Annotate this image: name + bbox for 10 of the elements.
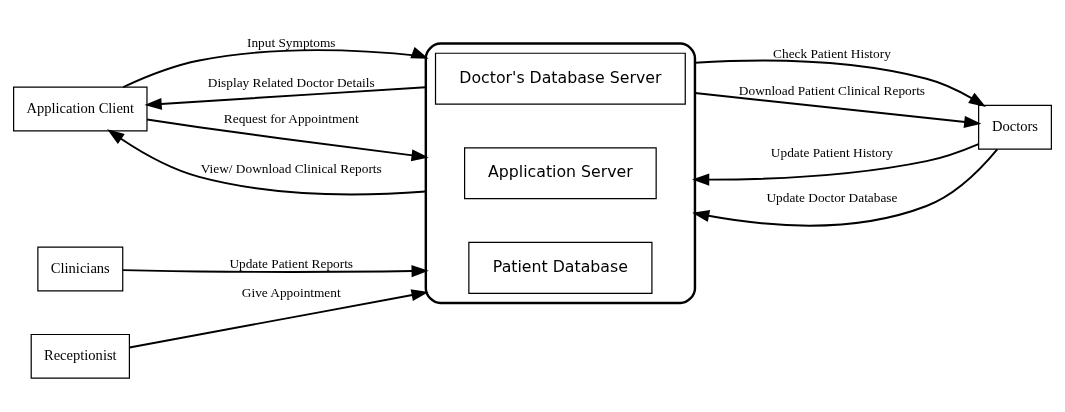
edge-label: Give Appointment (241, 284, 341, 300)
edge-label: Input Symptoms (247, 34, 336, 50)
edge-label: Check Patient History (773, 45, 891, 61)
edge-label: View/ Download Clinical Reports (200, 161, 382, 177)
edge-label: Update Doctor Database (766, 190, 898, 206)
edge-label: Display Related Doctor Details (207, 74, 375, 90)
edge-label: Request for Appointment (223, 111, 359, 127)
edge-label: Update Patient Reports (229, 255, 354, 271)
edge-label: Update Patient History (770, 145, 894, 161)
edge-label: Download Patient Clinical Reports (738, 83, 926, 99)
